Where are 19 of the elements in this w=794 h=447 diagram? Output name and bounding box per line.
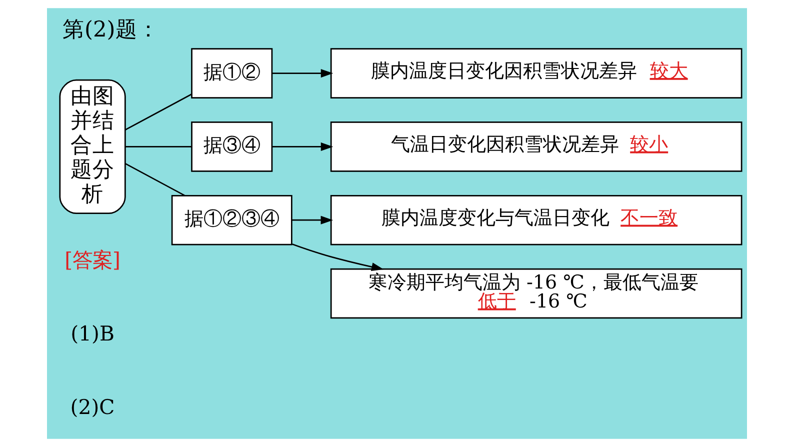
node-box: 据①② [191, 48, 273, 98]
label: [答案] [64, 248, 120, 272]
node-box: 膜内温度变化与气温日变化 不一致 [330, 194, 742, 246]
node-box: 寒冷期平均气温为 -16 ℃，最低气温要 低于 -16 ℃ [330, 268, 742, 319]
arrow [272, 69, 334, 78]
arrow [292, 216, 334, 224]
label: (1)B [70, 321, 114, 346]
diagram-title: 第(2)题： [62, 17, 160, 42]
arrow [292, 244, 384, 272]
node-box: 据③④ [191, 122, 273, 172]
node-box: 膜内温度日变化因积雪状况差异 较大 [330, 48, 742, 98]
node-box: 由图并结合上题分析 [59, 79, 126, 214]
connector [124, 94, 192, 130]
arrow [272, 142, 334, 151]
node-box: 据①②③④ [171, 194, 292, 246]
label: (2)C [70, 394, 115, 419]
connector [124, 162, 186, 196]
node-box: 气温日变化因积雪状况差异 较小 [330, 122, 742, 172]
connector [125, 146, 192, 148]
